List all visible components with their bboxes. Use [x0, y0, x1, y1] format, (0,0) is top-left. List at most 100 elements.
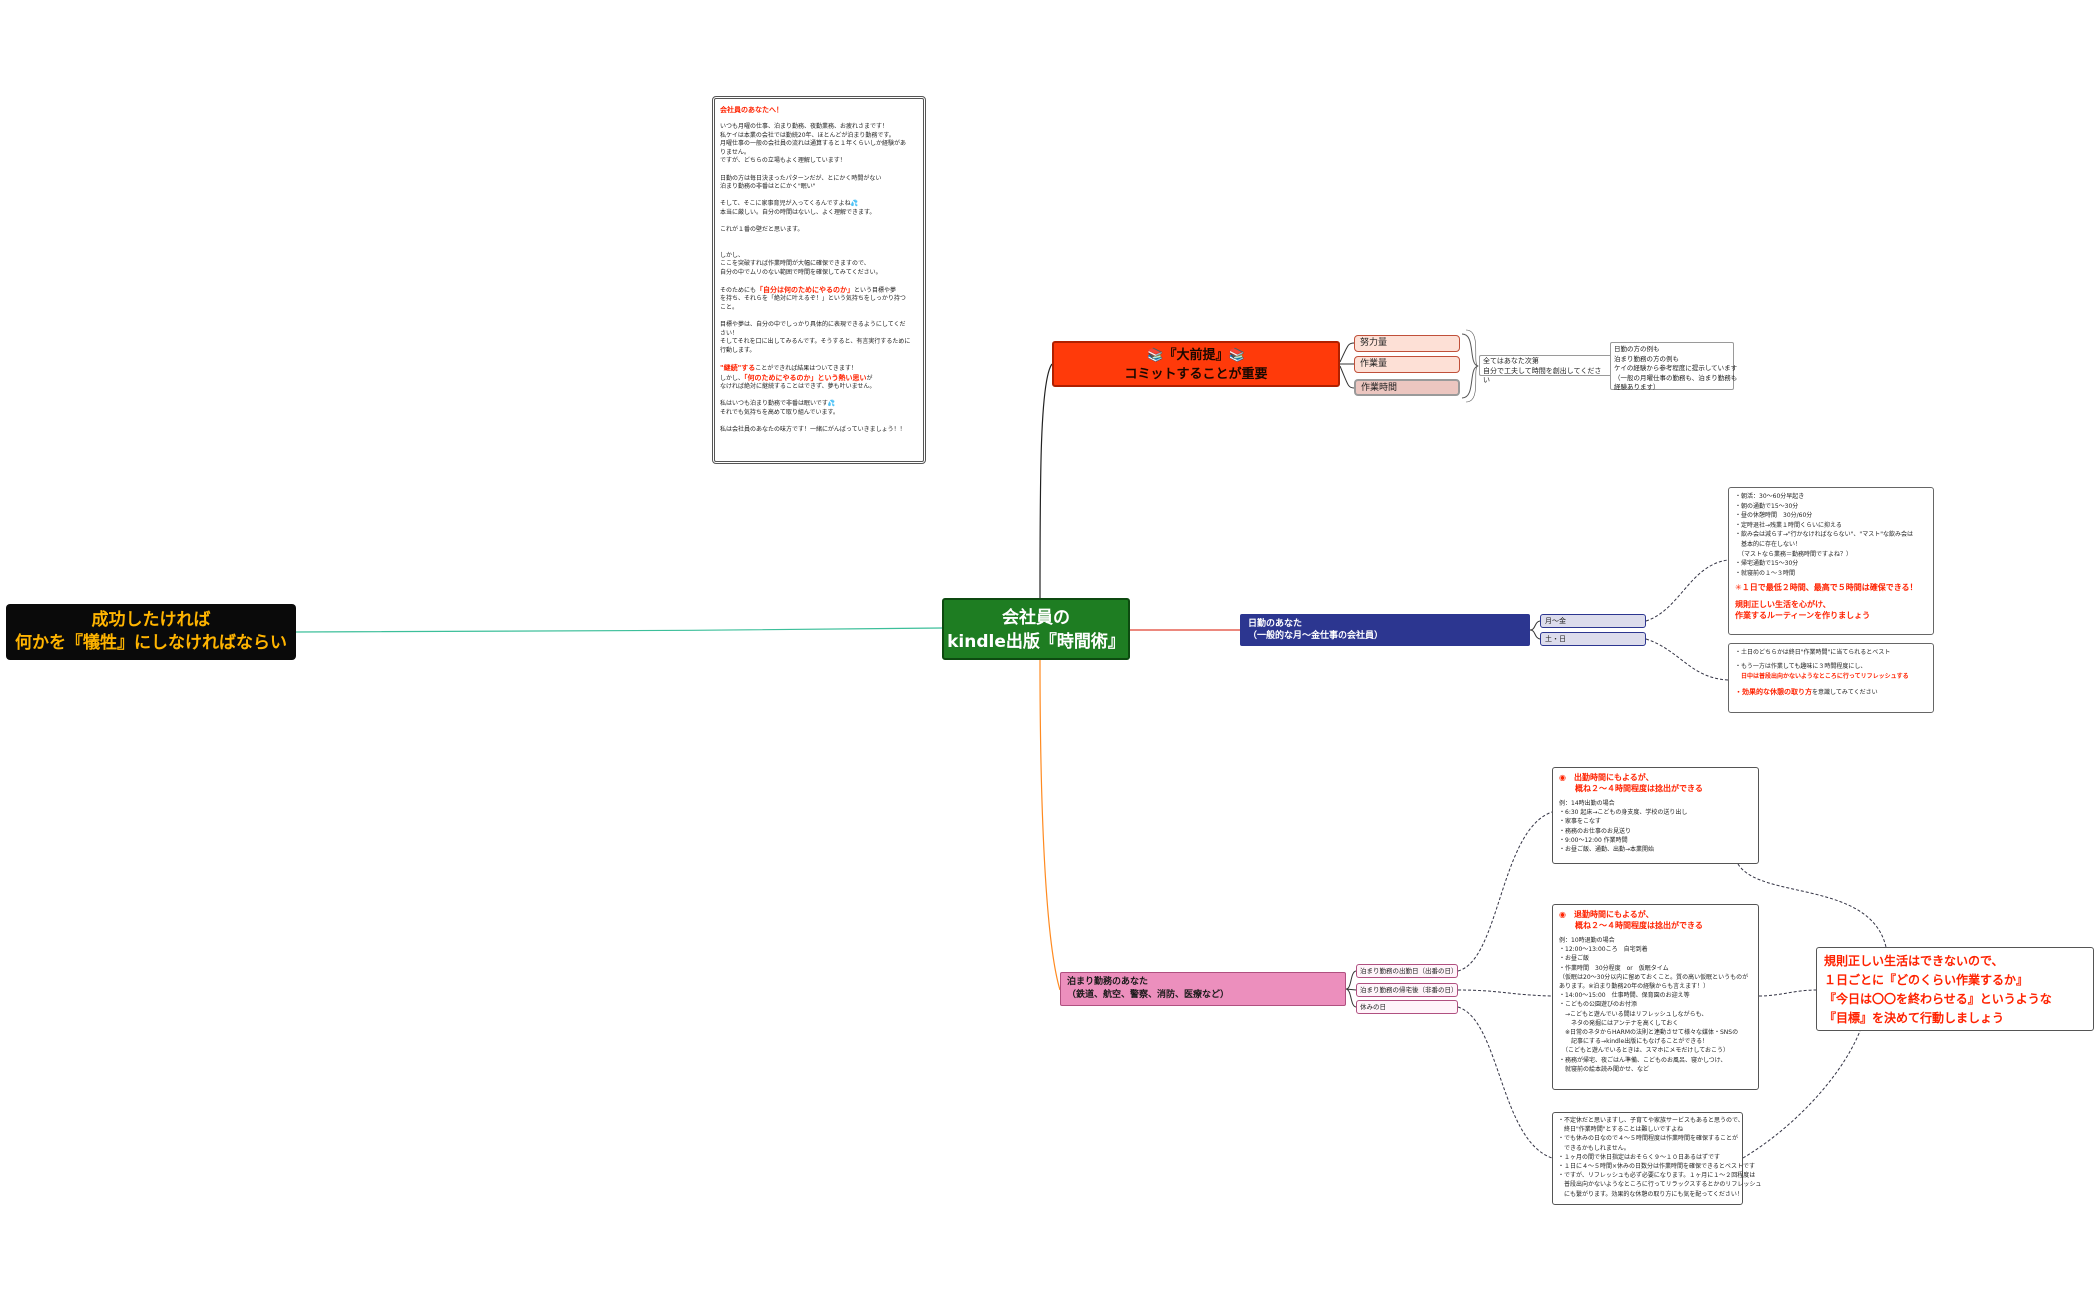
offday-line: ※日常のネタからHARMの法則と連動させて様々な媒体・SNSの — [1559, 1029, 1739, 1037]
offday-line: あります。※泊まり勤務20年の経験からも言えます！） — [1559, 983, 1710, 991]
offday-highlight: 概ね２〜４時間程度は捻出ができる — [1559, 921, 1703, 930]
central-line-1: 会社員の — [1002, 608, 1070, 628]
premise-topic[interactable]: 📚『大前提』📚 コミットすることが重要 — [1052, 341, 1340, 387]
letter-line: そしてそれを口に出してみるんです。そうすると、有言実行するために — [720, 338, 911, 346]
letter-line: 泊まり勤務の非番はとにかく"眠い" — [720, 183, 816, 191]
letter-line-mixed: そのためにも「自分は何のためにやるのか」という目標や夢 — [720, 286, 918, 296]
workday-detail-box[interactable]: ◉ 出勤時間にもよるが、 概ね２〜４時間程度は捻出ができる 例：14時出勤の場合… — [1552, 767, 1759, 864]
letter-line: 私ケイは本業の会社では勤続20年、ほとんどが泊まり勤務です。 — [720, 131, 895, 139]
summary-line-1: 規則正しい生活はできないので、 — [1824, 954, 2004, 968]
workday-line: 例：14時出勤の場合 — [1559, 800, 1615, 807]
holiday-line: にも繋がります。効果的な休憩の取り方にも気を配ってください！ — [1558, 1190, 1743, 1198]
night-shift-topic[interactable]: 泊まり勤務のあなた （鉄道、航空、警察、消防、医療など） — [1060, 972, 1346, 1006]
note-line: 日勤の方の例も — [1614, 345, 1660, 353]
weekend-highlight: 日中は普段出向かないようなところに行ってリフレッシュする — [1735, 672, 1909, 680]
offday-line: 記事にする→kindle出版にもなげることができる！ — [1559, 1038, 1709, 1046]
brace-outer — [1465, 329, 1479, 403]
day-line-2: （一般的な月〜金仕事の会社員） — [1248, 631, 1384, 641]
holiday-line: できるかもしれません。 — [1558, 1144, 1630, 1152]
link-day-tags — [1529, 620, 1541, 640]
letter-line: 本当に厳しい。自分の時間はないし、よく理解できます。 — [720, 208, 876, 216]
note-line: 泊まり勤務の方の例も — [1614, 354, 1679, 363]
letter-line: 日勤の方は毎日決まったパターンだが、とにかく時間がない — [720, 174, 882, 182]
weekday-line: ・飲み会は減らす→"行かなければならない"、"マスト"な飲み会は — [1735, 531, 1913, 539]
offday-line: 例：10時退勤の場合 — [1559, 937, 1615, 944]
holiday-detail-box[interactable]: ・不定休だと思いますし、子育てや家族サービスもあると思うので、 終日"作業時間"… — [1552, 1112, 1762, 1205]
day-tag-weekend[interactable]: 土・日 — [1540, 632, 1646, 646]
weekday-line: ・朝活：30〜60分早起き — [1735, 493, 1805, 500]
link-root-center — [295, 627, 943, 633]
offday-line: ネタの発掘にはアンテナを高くしておく — [1559, 1019, 1679, 1027]
link-weekend-box — [1645, 638, 1729, 681]
letter-line: さい！ — [720, 329, 739, 337]
letter-line-mixed: "継続"することができれば結果はついてきます！ — [720, 364, 918, 374]
offday-line: ・務務が帰宅、夜ごはん準備、こどものお風呂、寝かしつけ、 — [1559, 1056, 1727, 1064]
weekend-line: ・もう一方は作業しても趣味に３時間程度にし、 — [1735, 663, 1867, 671]
offday-line: （仮眠は20〜30分以内に留めておくこと。質の高い仮眠というものが — [1559, 973, 1749, 981]
premise-item-effort[interactable]: 努力量 — [1354, 335, 1460, 352]
letter-title: 会社員のあなたへ！ — [720, 106, 783, 114]
night-tag-holiday[interactable]: 休みの日 — [1356, 1000, 1458, 1014]
link-shift-summary — [1758, 989, 1817, 997]
weekday-line: ・朝の通勤で15〜30分 — [1735, 502, 1799, 510]
premise-item-workload[interactable]: 作業量 — [1354, 356, 1460, 373]
weekend-detail-box[interactable]: ・土日のどちらかは終日"作業時間"に当てられるとベスト ・もう一方は作業しても趣… — [1728, 643, 1934, 713]
offday-line: ・作業時間 30分程度 or 仮眠タイム — [1559, 964, 1669, 972]
letter-floating-note[interactable]: 会社員のあなたへ！ いつも月曜の仕事、泊まり勤務、夜勤業務、お疲れさまです！ 私… — [712, 96, 926, 464]
offday-line: （こどもと遊んでいるときは、スマホにメモだけしておこう） — [1559, 1047, 1730, 1055]
link-holiday-summary — [1742, 1030, 1861, 1159]
night-line-2: （鉄道、航空、警察、消防、医療など） — [1067, 990, 1230, 1000]
summary-topic[interactable]: 規則正しい生活はできないので、 １日ごとに『どのくらい作業するか』 『今日は〇〇… — [1816, 947, 2094, 1031]
link-shift-box — [1457, 989, 1553, 997]
day-line-1: 日勤のあなた — [1248, 619, 1303, 629]
offday-line: ・こどもの公園遊びのお付添 — [1559, 1001, 1638, 1009]
premise-example-note[interactable]: 日勤の方の例も 泊まり勤務の方の例も ケイの経験から参考程度に提示しています （… — [1610, 342, 1738, 391]
holiday-line: ・１ヶ月の間で休日指定はおそらく９〜１０日あるはずです — [1558, 1153, 1721, 1161]
offday-highlight: ◉ 退勤時間にもよるが、 — [1559, 910, 1654, 919]
weekday-highlight: ✳︎１日で最低２時間、最高で５時間は確保できる！ — [1735, 583, 1918, 593]
letter-line: ここを突破すれば作業時間が大幅に確保できますので、 — [720, 260, 870, 268]
letter-line: いつも月曜の仕事、泊まり勤務、夜勤業務、お疲れさまです！ — [720, 123, 889, 131]
note-line: 経験あります） — [1614, 383, 1660, 391]
link-work-box — [1457, 811, 1553, 972]
central-topic[interactable]: 会社員の kindle出版『時間術』 — [942, 598, 1130, 660]
letter-text: が — [866, 374, 873, 382]
link-premise-pills — [1339, 342, 1355, 389]
weekend-text: を意識してみてください — [1812, 689, 1878, 697]
workday-line: ・家事をこなす — [1559, 818, 1602, 826]
offday-line: ・14:00〜15:00 仕事時間、保育園のお迎え等 — [1559, 992, 1690, 1000]
weekday-highlight: 規則正しい生活を心がけ、 — [1735, 600, 1831, 610]
letter-highlight: "継続"する — [720, 363, 756, 372]
letter-line: 目標や夢は、自分の中でしっかり具体的に表現できるようにしてくだ — [720, 321, 906, 329]
workday-line: ・お昼ご飯、通勤、出勤→本業開始 — [1559, 846, 1655, 854]
letter-line: ですが、どちらの立場もよく理解しています！ — [720, 157, 846, 165]
workday-highlight: ◉ 出勤時間にもよるが、 — [1559, 773, 1654, 782]
premise-line-2: コミットすることが重要 — [1124, 367, 1268, 382]
night-tag-offday[interactable]: 泊まり勤務の帰宅後（非番の日） — [1356, 983, 1458, 997]
root-topic-sacrifice[interactable]: 成功したければ 何かを『犠牲』にしなければならい — [6, 604, 296, 660]
letter-line: それでも気持ちを高めて取り組んでいます。 — [720, 408, 839, 416]
holiday-line: ・不定休だと思いますし、子育てや家族サービスもあると思うので、 — [1558, 1117, 1744, 1124]
weekday-detail-box[interactable]: ・朝活：30〜60分早起き ・朝の通勤で15〜30分 ・昼の休憩時間 30分/6… — [1728, 487, 1934, 635]
weekday-line: ・昼の休憩時間 30分/60分 — [1735, 512, 1813, 520]
letter-line: 行動します。 — [720, 346, 756, 354]
weekday-line: （マストなら業務＝勤務時間ですよね？） — [1735, 550, 1853, 558]
day-tag-weekday[interactable]: 月〜金 — [1540, 614, 1646, 628]
premise-item-worktime[interactable]: 作業時間 — [1354, 379, 1460, 396]
weekday-line: 基本的に存在しない！ — [1735, 540, 1802, 548]
day-worker-topic[interactable]: 日勤のあなた （一般的な月〜金仕事の会社員） — [1240, 614, 1530, 646]
holiday-line: 普段出向かないようなところに行ってリラックスするとかのリフレッシュ — [1558, 1181, 1762, 1189]
brace-summary-note[interactable]: 全てはあなた次第 自分で工夫して時間を創出してください — [1479, 355, 1612, 384]
link-work-summary — [1737, 863, 1887, 948]
workday-line: ・6:30 起床→こどもの身支度、学校の送り出し — [1559, 809, 1688, 817]
night-tag-workday[interactable]: 泊まり勤務の出勤日（出番の日） — [1356, 964, 1458, 978]
weekday-line: ・帰宅通勤で15〜30分 — [1735, 560, 1799, 568]
offday-detail-box[interactable]: ◉ 退勤時間にもよるが、 概ね２〜４時間程度は捻出ができる 例：10時退勤の場合… — [1552, 904, 1759, 1090]
note-line: ケイの経験から参考程度に提示しています — [1614, 364, 1738, 372]
letter-line: 自分の中でムリのない範囲で時間を確保してみてください。 — [720, 268, 882, 276]
link-holiday-box — [1457, 1006, 1553, 1159]
letter-text: しかし、 — [720, 374, 745, 382]
summary-line-3: 『今日は〇〇を終わらせる』というような — [1824, 992, 2052, 1006]
offday-line: →こどもと遊んでいる間はリフレッシュしながらも、 — [1559, 1010, 1708, 1018]
